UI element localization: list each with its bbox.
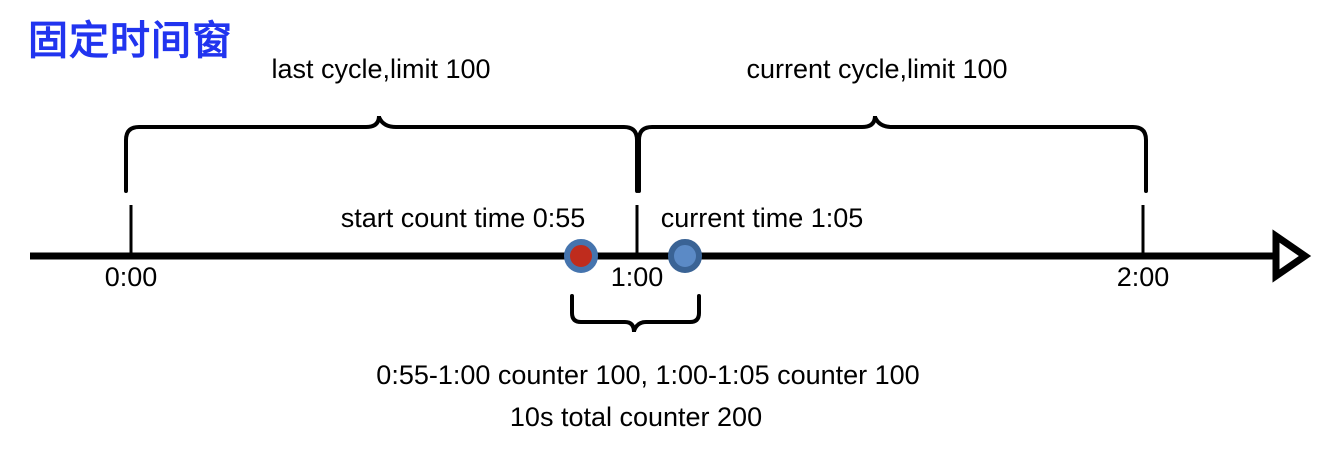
counter-total-label: 10s total counter 200 [509,402,763,432]
current-cycle-label: current cycle,limit 100 [746,54,1008,84]
tick-label-1-00: 1:00 [610,262,664,292]
last-cycle-label: last cycle,limit 100 [271,54,491,84]
start-count-marker [564,239,598,273]
current-time-label: current time 1:05 [660,203,864,233]
start-count-time-label: start count time 0:55 [340,203,586,233]
tick-label-0-00: 0:00 [104,262,158,292]
counter-detail-label: 0:55-1:00 counter 100, 1:00-1:05 counter… [376,360,920,390]
last-cycle-brace [124,115,639,193]
current-time-marker [668,239,702,273]
timeline-arrow-icon [1272,229,1312,283]
current-cycle-brace [637,115,1148,193]
tick-label-2-00: 2:00 [1116,262,1170,292]
page-title: 固定时间窗 [28,19,233,63]
counter-window-brace [570,294,701,333]
